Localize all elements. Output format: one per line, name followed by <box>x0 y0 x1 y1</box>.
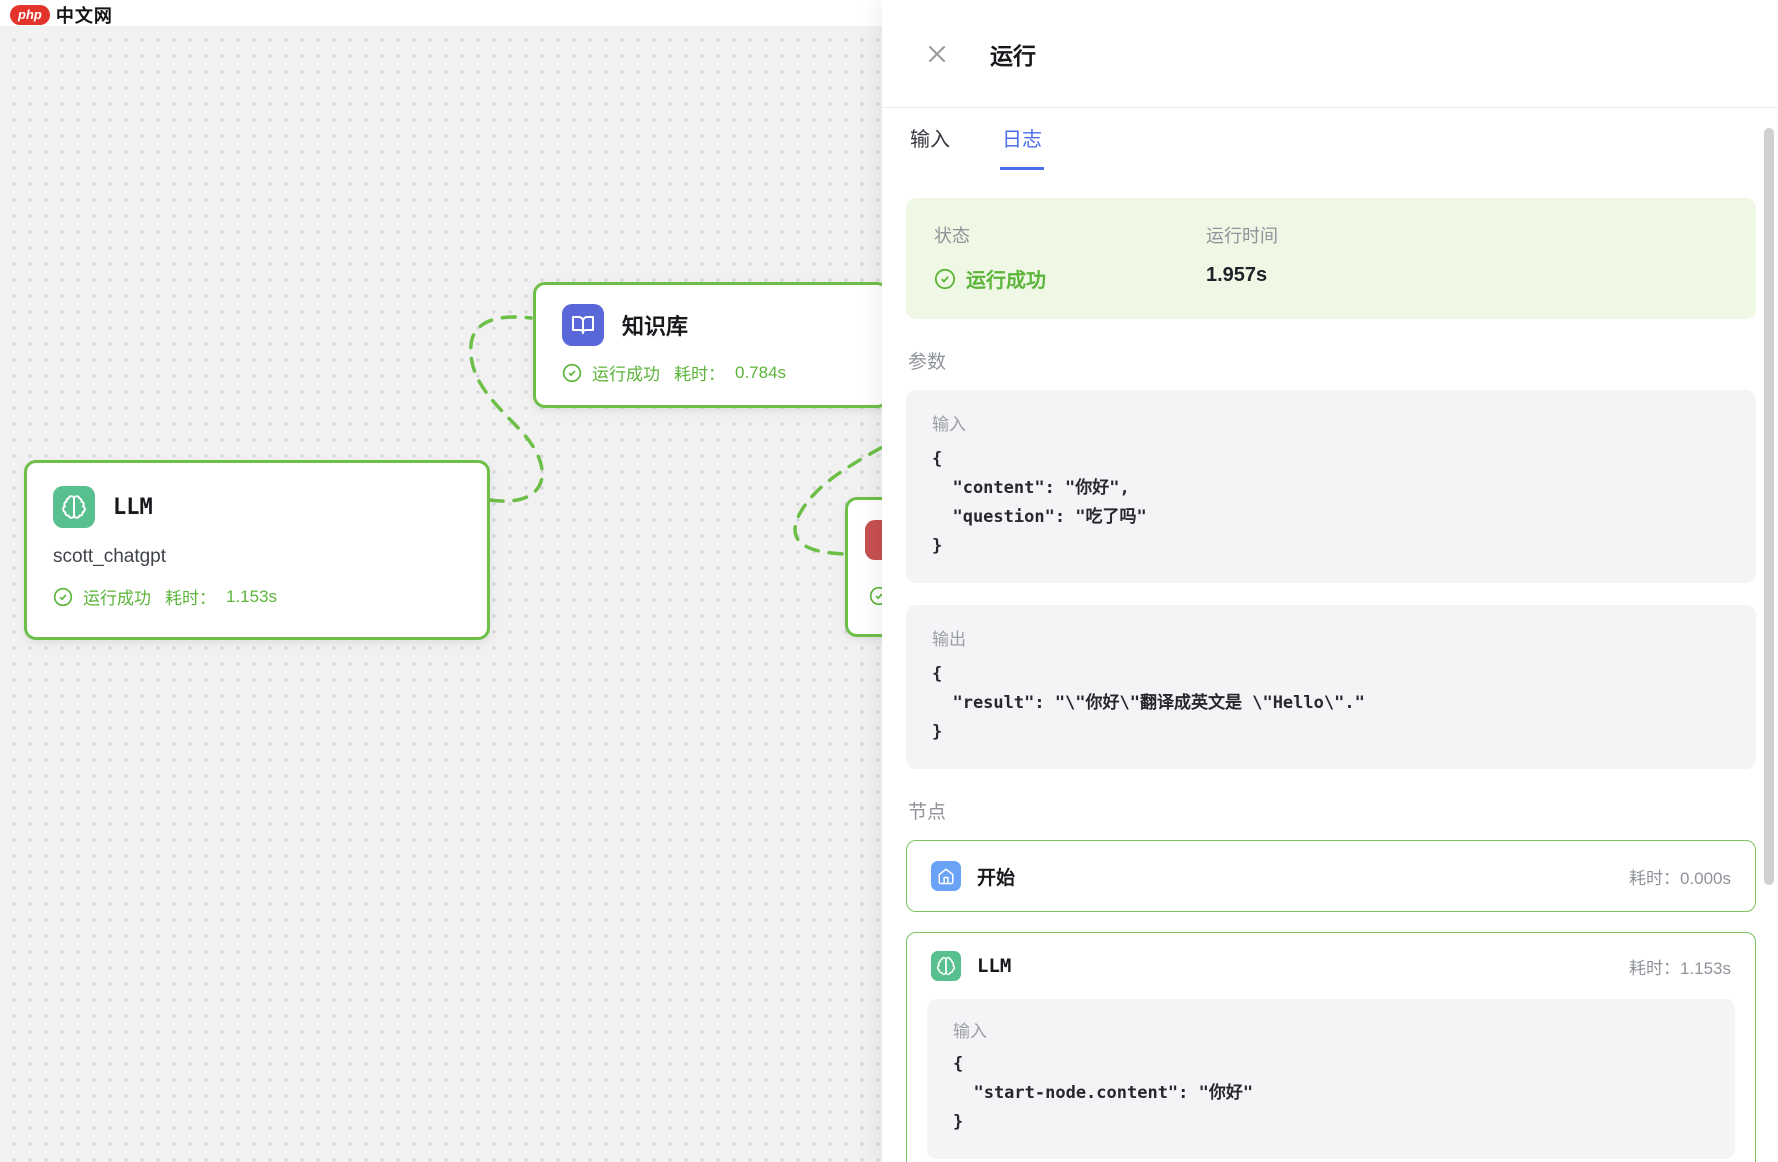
edge-knowledge-to-node <box>793 434 904 556</box>
llm-node[interactable]: LLM scott_chatgpt 运行成功 耗时： 1.153s <box>24 460 490 640</box>
site-logo[interactable]: php 中文网 <box>10 2 113 28</box>
node-time-label: 耗时： <box>165 589 216 608</box>
panel-scrollbar-thumb[interactable] <box>1764 128 1774 885</box>
params-section-label: 参数 <box>908 352 947 373</box>
knowledge-base-node[interactable]: 知识库 运行成功 耗时： 0.784s <box>533 282 889 408</box>
edge-llm-to-knowledge <box>469 315 544 503</box>
node-title: 知识库 <box>622 314 689 339</box>
runtime-label: 运行时间 <box>1206 226 1278 246</box>
input-label: 输入 <box>932 415 966 434</box>
run-node-title: LLM <box>977 955 1012 977</box>
check-circle-icon <box>53 587 73 606</box>
params-output-block: 输出 { "result": "\"你好\"翻译成英文是 \"Hello\"."… <box>906 605 1756 769</box>
panel-tabs: 输入 日志 <box>882 108 1778 170</box>
runtime-value: 1.957s <box>1206 264 1268 286</box>
site-name: 中文网 <box>55 6 113 26</box>
run-node-time: 耗时：1.153s <box>1628 958 1731 978</box>
panel-body: 状态 运行时间 运行成功 1.957s 参数 输入 { "content": "… <box>882 170 1778 1162</box>
node-time-label: 耗时： <box>674 365 725 384</box>
node-run-card-llm[interactable]: LLM 耗时：1.153s 输入 { "start-node.content":… <box>906 932 1756 1162</box>
flow-edges <box>469 315 904 556</box>
node-run-card-start[interactable]: 开始 耗时：0.000s <box>906 840 1756 912</box>
output-json: { "result": "\"你好\"翻译成英文是 \"Hello\"." } <box>932 664 1365 742</box>
tab-input[interactable]: 输入 <box>910 129 950 151</box>
check-circle-icon <box>562 363 582 382</box>
node-status-text: 运行成功 <box>83 589 151 608</box>
home-icon <box>931 861 961 891</box>
brain-icon <box>53 486 95 528</box>
llm-input-json: { "start-node.content": "你好" } <box>953 1054 1254 1132</box>
tab-logs[interactable]: 日志 <box>1000 108 1044 170</box>
check-circle-icon <box>934 268 956 289</box>
node-status-text: 运行成功 <box>592 365 660 384</box>
panel-header: 运行 <box>882 0 1778 108</box>
run-summary-card: 状态 运行时间 运行成功 1.957s <box>906 198 1756 319</box>
status-label: 状态 <box>934 226 970 246</box>
node-time-value: 0.784s <box>735 362 787 382</box>
params-input-block: 输入 { "content": "你好", "question": "吃了吗" … <box>906 390 1756 583</box>
llm-input-block: 输入 { "start-node.content": "你好" } <box>927 999 1735 1159</box>
close-icon[interactable] <box>922 39 952 69</box>
run-panel: 运行 输入 日志 状态 运行时间 运行成功 1.957s 参数 输入 { "co… <box>882 0 1778 1162</box>
status-value: 运行成功 <box>934 264 1206 293</box>
panel-title: 运行 <box>990 42 1036 69</box>
book-icon <box>562 304 604 346</box>
output-label: 输出 <box>932 630 966 649</box>
input-label: 输入 <box>953 1022 987 1041</box>
input-json: { "content": "你好", "question": "吃了吗" } <box>932 449 1147 556</box>
llm-model-name: scott_chatgpt <box>53 546 167 567</box>
run-node-time: 耗时：0.000s <box>1628 868 1731 888</box>
node-status: 运行成功 耗时： 0.784s <box>562 360 860 385</box>
node-title: LLM <box>113 494 153 520</box>
php-logo-badge: php <box>10 5 50 25</box>
node-status: 运行成功 耗时： 1.153s <box>53 584 461 609</box>
run-node-title: 开始 <box>977 867 1016 889</box>
nodes-section-label: 节点 <box>908 802 947 823</box>
brain-icon <box>931 951 961 981</box>
node-time-value: 1.153s <box>226 586 278 606</box>
